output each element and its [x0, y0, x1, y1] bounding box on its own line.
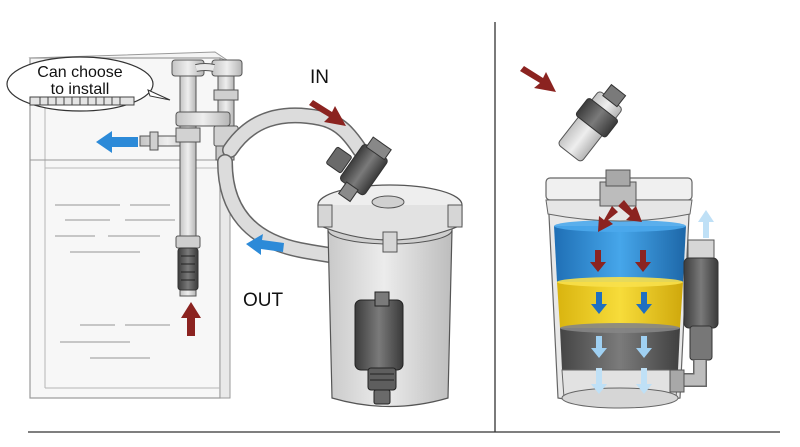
callout-line-2: to install	[51, 81, 110, 98]
install-callout: Can choose to install	[6, 56, 171, 112]
red-arrow-icon	[520, 66, 651, 272]
pipe-fittings	[171, 59, 243, 161]
red-arrow-icon	[181, 100, 346, 336]
intake-tube	[175, 65, 201, 297]
in-label: IN	[310, 67, 329, 88]
out-label: OUT	[243, 290, 284, 311]
canister-cutaway	[545, 83, 719, 409]
media-layer-dark	[560, 328, 680, 370]
blue-arrow-icon	[96, 131, 284, 255]
media-layer-yellow	[557, 282, 683, 328]
callout-line-1: Can choose	[37, 64, 122, 81]
blue-arrow-icon	[591, 210, 714, 394]
canister-filter	[317, 136, 463, 408]
spraybar-icon	[29, 96, 135, 106]
water-dashes	[55, 204, 175, 359]
media-layer-blue	[554, 226, 686, 282]
